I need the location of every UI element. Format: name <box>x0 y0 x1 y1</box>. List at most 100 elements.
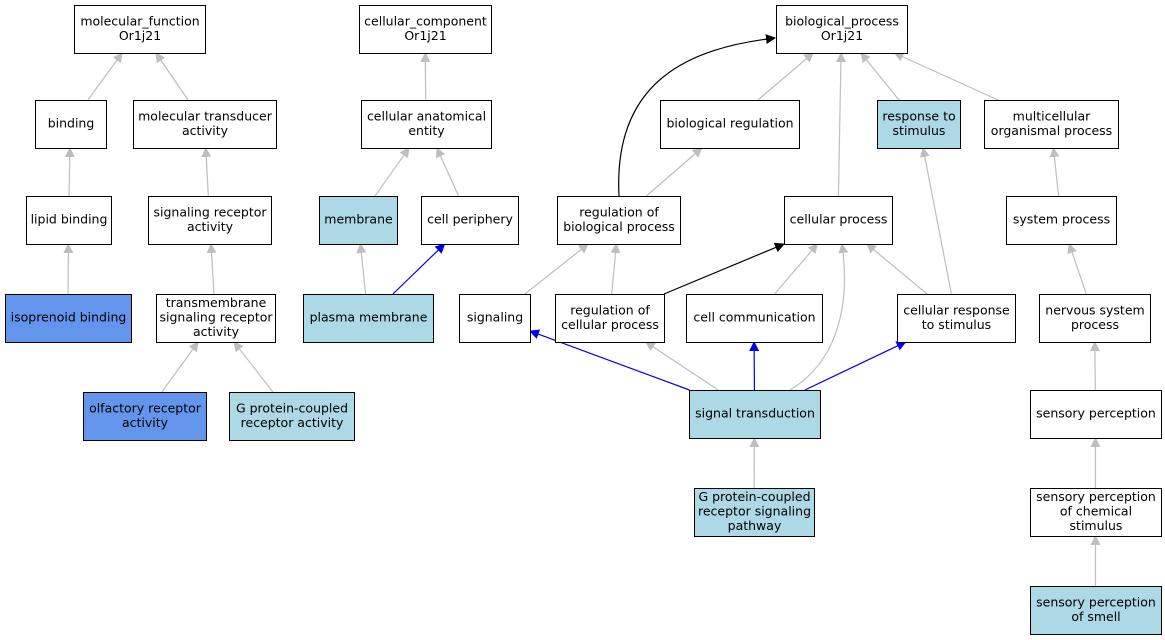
node-st[interactable]: signal transduction <box>689 390 821 439</box>
node-label: sensory perception <box>1036 594 1156 609</box>
node-box[interactable] <box>361 100 492 149</box>
node-box[interactable] <box>1006 196 1117 245</box>
node-label: olfactory receptor <box>89 400 202 415</box>
node-box[interactable] <box>555 294 665 343</box>
node-box[interactable] <box>148 196 272 245</box>
node-box[interactable] <box>421 196 519 245</box>
node-box[interactable] <box>319 196 398 245</box>
node-box[interactable] <box>686 294 823 343</box>
node-label: cellular process <box>561 317 659 332</box>
node-box[interactable] <box>1030 586 1162 635</box>
node-label: signaling <box>467 310 523 325</box>
edge-cperiph-to-cae <box>436 147 460 197</box>
node-label: signal transduction <box>695 406 815 421</box>
node-label: receptor activity <box>241 415 344 430</box>
node-box[interactable] <box>557 196 681 245</box>
node-box[interactable] <box>897 294 1016 343</box>
node-label: to stimulus <box>922 317 991 332</box>
node-box[interactable] <box>1030 488 1162 537</box>
node-label: activity <box>182 123 229 138</box>
edge-lipid-to-binding <box>64 147 75 197</box>
edge-rbp-to-bp <box>618 34 776 197</box>
node-isop[interactable]: isoprenoid binding <box>5 294 132 343</box>
node-lipid[interactable]: lipid binding <box>26 196 112 245</box>
node-label: multicellular <box>1013 108 1092 123</box>
node-pmem[interactable]: plasma membrane <box>303 294 434 343</box>
edge-pmem-to-membrane <box>356 243 367 295</box>
node-label: response to <box>882 108 955 123</box>
node-box[interactable] <box>776 5 908 54</box>
node-box[interactable] <box>1039 294 1151 343</box>
node-label: membrane <box>324 212 393 227</box>
edge-signaling-to-rbp <box>524 243 589 295</box>
node-box[interactable] <box>660 100 800 149</box>
edge-gpcr-to-tsra <box>233 341 274 393</box>
node-box[interactable] <box>694 488 815 537</box>
node-sysproc[interactable]: system process <box>1006 196 1117 245</box>
node-box[interactable] <box>5 294 132 343</box>
node-signaling[interactable]: signaling <box>459 294 531 343</box>
node-box[interactable] <box>83 392 207 441</box>
edge-mop-to-bp <box>893 52 999 101</box>
node-box[interactable] <box>74 5 206 54</box>
node-box[interactable] <box>689 390 821 439</box>
node-box[interactable] <box>359 5 492 54</box>
node-label: biological_process <box>785 13 899 28</box>
node-sp[interactable]: sensory perception <box>1030 390 1162 439</box>
edge-tsra-to-sra <box>206 243 217 295</box>
node-box[interactable] <box>35 100 107 149</box>
node-label: plasma membrane <box>310 310 428 325</box>
node-box[interactable] <box>459 294 531 343</box>
node-label: cell periphery <box>427 212 513 227</box>
node-box[interactable] <box>26 196 112 245</box>
node-label: receptor signaling <box>698 504 811 519</box>
node-label: regulation of <box>579 204 659 219</box>
node-cproc[interactable]: cellular process <box>784 196 893 245</box>
node-label: cellular response <box>903 302 1010 317</box>
node-label: biological process <box>563 219 675 234</box>
node-box[interactable] <box>877 100 961 149</box>
node-label: cellular process <box>790 212 888 227</box>
node-box[interactable] <box>784 196 893 245</box>
edge-sysproc-to-mop <box>1049 147 1060 197</box>
node-label: Or1j21 <box>821 28 863 43</box>
node-ccomm[interactable]: cell communication <box>686 294 823 343</box>
node-breg[interactable]: biological regulation <box>660 100 800 149</box>
node-label: Or1j21 <box>404 28 446 43</box>
edge-rcp-to-cproc <box>663 242 785 295</box>
node-box[interactable] <box>133 100 277 149</box>
node-label: biological regulation <box>666 116 793 131</box>
edges-layer <box>63 34 1101 586</box>
node-label: signaling receptor <box>153 204 267 219</box>
node-label: activity <box>122 415 169 430</box>
node-box[interactable] <box>156 294 276 343</box>
node-cperiph[interactable]: cell periphery <box>421 196 519 245</box>
edge-cproc-to-bp <box>835 52 846 197</box>
node-box[interactable] <box>984 100 1119 149</box>
node-label: regulation of <box>570 302 650 317</box>
node-membrane[interactable]: membrane <box>319 196 398 245</box>
node-box[interactable] <box>1030 390 1162 439</box>
node-box[interactable] <box>229 392 355 441</box>
node-box[interactable] <box>303 294 434 343</box>
node-binding[interactable]: binding <box>35 100 107 149</box>
edge-binding-to-mf <box>87 52 123 101</box>
